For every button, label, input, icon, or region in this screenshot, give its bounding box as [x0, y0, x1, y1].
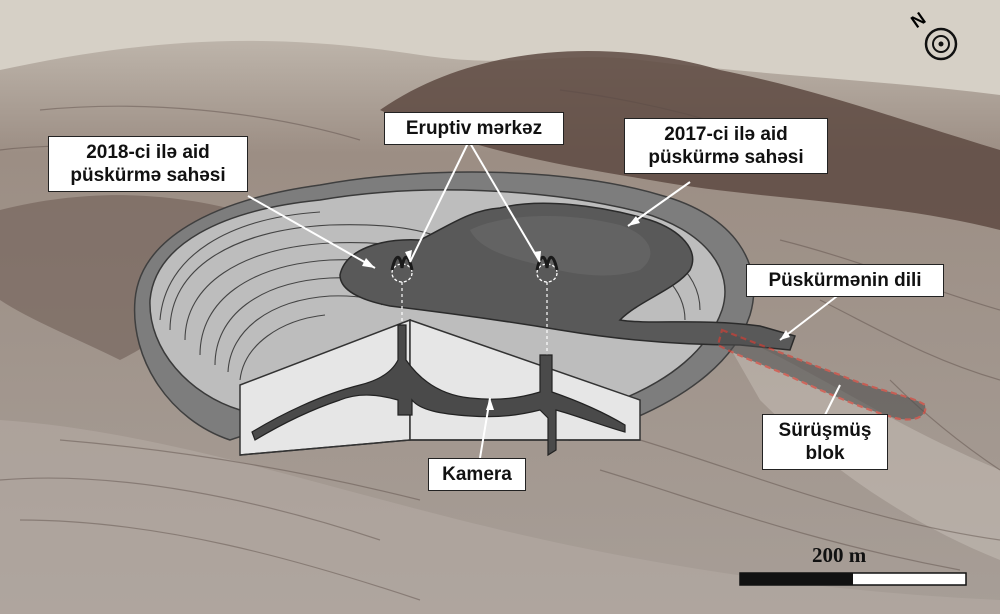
lower-slope — [0, 420, 1000, 614]
north-arrow-icon — [924, 27, 958, 61]
label-eruption-tongue: Püskürmənin dili — [746, 264, 944, 297]
label-2017-eruption-area: 2017-ci ilə aid püskürmə sahəsi — [624, 118, 828, 174]
scale-bar — [739, 572, 967, 586]
label-slid-block-line2: blok — [805, 443, 845, 464]
leader-arrowheads — [362, 216, 790, 410]
slid-block-outline — [716, 328, 927, 421]
cutaway-block — [239, 318, 641, 457]
label-2017-line2: püskürmə sahəsi — [648, 147, 804, 168]
label-chamber: Kamera — [428, 458, 526, 491]
label-slid-block-line1: Sürüşmüş — [778, 420, 872, 441]
area-2017-surface — [339, 202, 796, 351]
label-2017-line1: 2017-ci ilə aid — [664, 124, 788, 145]
label-2018-eruption-area: 2018-ci ilə aid püskürmə sahəsi — [48, 136, 248, 192]
scale-bar-label: 200 m — [812, 543, 867, 567]
terrain-texture — [0, 89, 1000, 601]
label-2018-line2: püskürmə sahəsi — [70, 165, 226, 186]
area-2017-highlight — [470, 215, 651, 276]
distant-plain — [0, 0, 1000, 95]
label-slid-block: Sürüşmüş blok — [762, 414, 888, 470]
leader-lines — [247, 142, 846, 459]
label-2018-line1: 2018-ci ilə aid — [86, 142, 210, 163]
label-eruptive-center: Eruptiv mərkəz — [384, 112, 564, 145]
